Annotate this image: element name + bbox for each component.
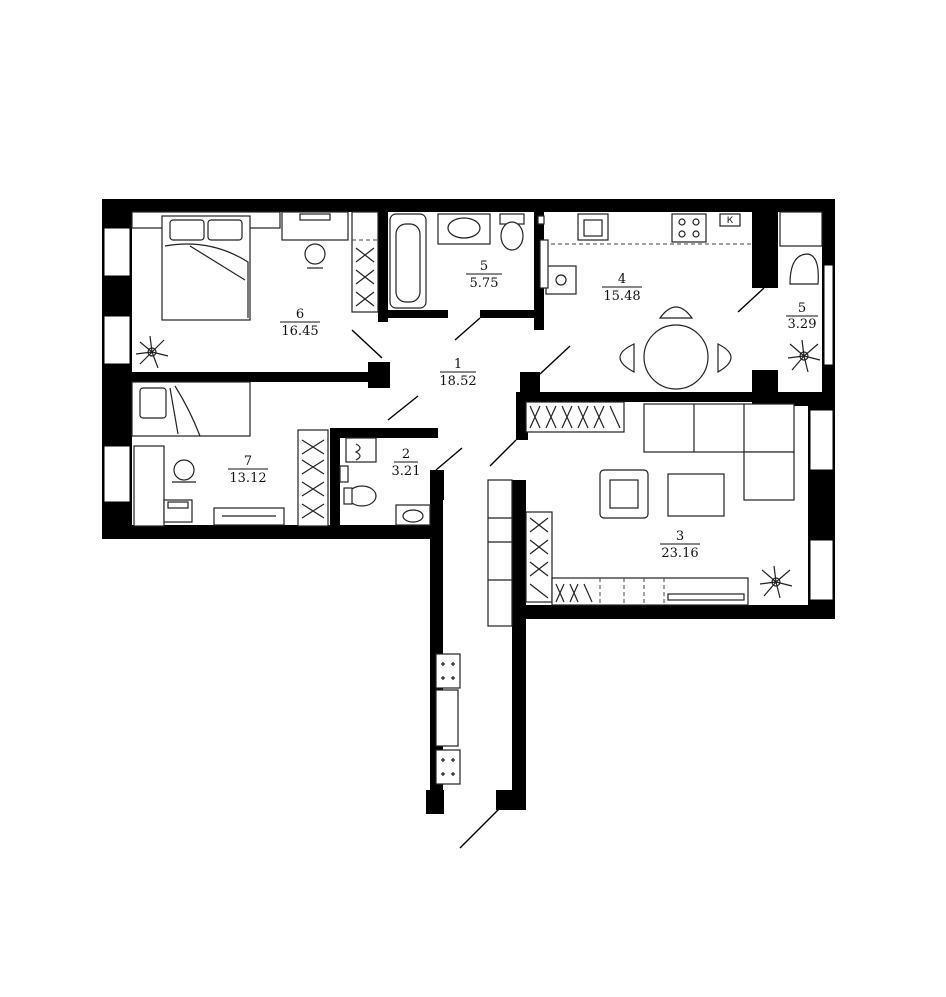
electrical-panel-icon: [435, 749, 461, 785]
walls: [102, 199, 835, 814]
room7-furniture: [131, 381, 329, 527]
hallway-furniture: [435, 479, 513, 785]
room-7-label: 7 13.12: [228, 454, 268, 486]
hallway-wardrobe-icon: [487, 479, 513, 627]
room-3-label: 3 23.16: [660, 529, 700, 561]
door-swings: [351, 287, 765, 849]
room-5b-number: 5: [798, 301, 806, 316]
plant-icon: [787, 339, 821, 373]
chair-icon: [619, 343, 635, 374]
chair-icon: [717, 343, 732, 374]
coffee-table-icon: [667, 473, 725, 517]
plant-icon: [135, 335, 169, 369]
room-2-number: 2: [402, 447, 410, 462]
living-furniture: [525, 401, 795, 606]
bathroom-furniture: [389, 213, 545, 309]
room-4-label: 4 15.48: [602, 272, 642, 304]
room-3-number: 3: [676, 529, 684, 544]
room-2-label: 2 3.21: [392, 447, 421, 479]
room-2-area: 3.21: [392, 464, 421, 479]
plant-icon: [759, 565, 793, 599]
washing-machine-icon: [545, 265, 577, 295]
room-4-number: 4: [618, 272, 626, 287]
room-6-area: 16.45: [281, 324, 318, 339]
wc-furniture: [339, 437, 431, 526]
room-1-number: 1: [454, 357, 462, 372]
boiler-label: К: [727, 216, 734, 226]
room-6-number: 6: [296, 307, 304, 322]
water-heater-icon: [345, 437, 377, 463]
room-labels: 1 18.52 2 3.21 3 23.16 4 15.48 5 5.75: [228, 259, 818, 561]
room-1-label: 1 18.52: [439, 357, 476, 389]
wardrobe-icon: [525, 511, 553, 603]
room-5a-number: 5: [480, 259, 488, 274]
room-4-area: 15.48: [603, 289, 640, 304]
storage-icon: [435, 689, 459, 747]
cabinet-icon: [779, 211, 823, 247]
room-6-label: 6 16.45: [280, 307, 320, 339]
tv-cabinet-icon: [551, 577, 749, 606]
room-5a-label: 5 5.75: [466, 259, 502, 291]
chair-icon: [304, 243, 326, 265]
bedroom-furniture: [131, 211, 379, 369]
room-7-number: 7: [244, 454, 252, 469]
stove-icon: [671, 213, 707, 243]
room-7-area: 13.12: [229, 471, 266, 486]
tv-icon: [667, 593, 745, 601]
wardrobe-icon: [525, 401, 625, 433]
armchair-icon: [789, 253, 819, 285]
wardrobe-icon: [351, 211, 379, 313]
room-1-area: 18.52: [439, 374, 476, 389]
dining-table-icon: [643, 324, 709, 390]
room-5b-label: 5 3.29: [786, 301, 818, 332]
chair-icon: [658, 306, 694, 319]
balcony-furniture: [779, 211, 823, 373]
kitchen-furniture: К: [539, 213, 752, 390]
room-5a-area: 5.75: [470, 276, 499, 291]
chair-icon: [173, 459, 195, 481]
room-3-area: 23.16: [661, 546, 698, 561]
sofa-icon: [643, 403, 795, 453]
boiler-icon: [719, 213, 741, 227]
room-5b-area: 3.29: [788, 317, 817, 332]
electrical-panel-icon: [435, 653, 461, 689]
wardrobe-icon: [297, 429, 329, 527]
